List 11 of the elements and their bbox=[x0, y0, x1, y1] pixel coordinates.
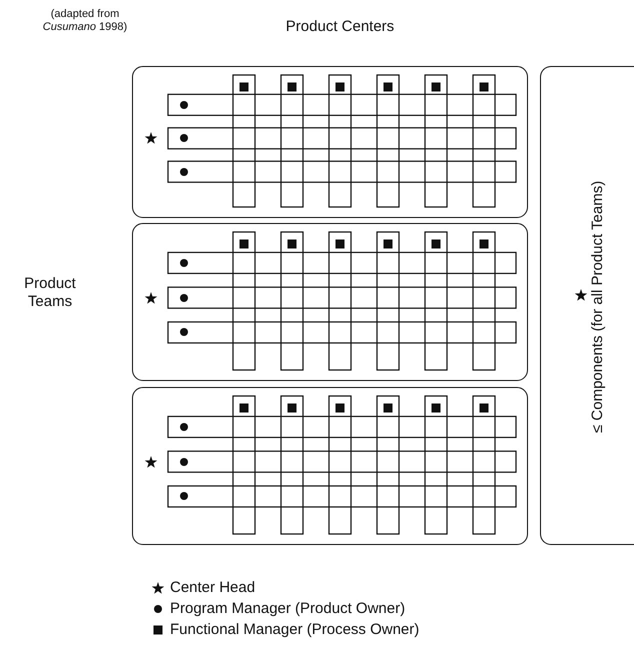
axis-label: Product Teams bbox=[23, 275, 77, 311]
box-title: ≤ Components (for all Product Teams) bbox=[589, 179, 606, 435]
source-note: (adapted from Cusumano 1998) bbox=[42, 8, 128, 34]
components-box bbox=[540, 66, 634, 545]
product-center-box bbox=[132, 387, 528, 545]
legend-text: Program Manager (Product Owner) bbox=[170, 600, 406, 617]
axis-label: Product Centers bbox=[284, 18, 396, 36]
legend-text: Center Head bbox=[170, 579, 256, 596]
legend-text: Functional Manager (Process Owner) bbox=[170, 621, 420, 638]
product-center-box bbox=[132, 66, 528, 218]
product-center-box bbox=[132, 223, 528, 381]
